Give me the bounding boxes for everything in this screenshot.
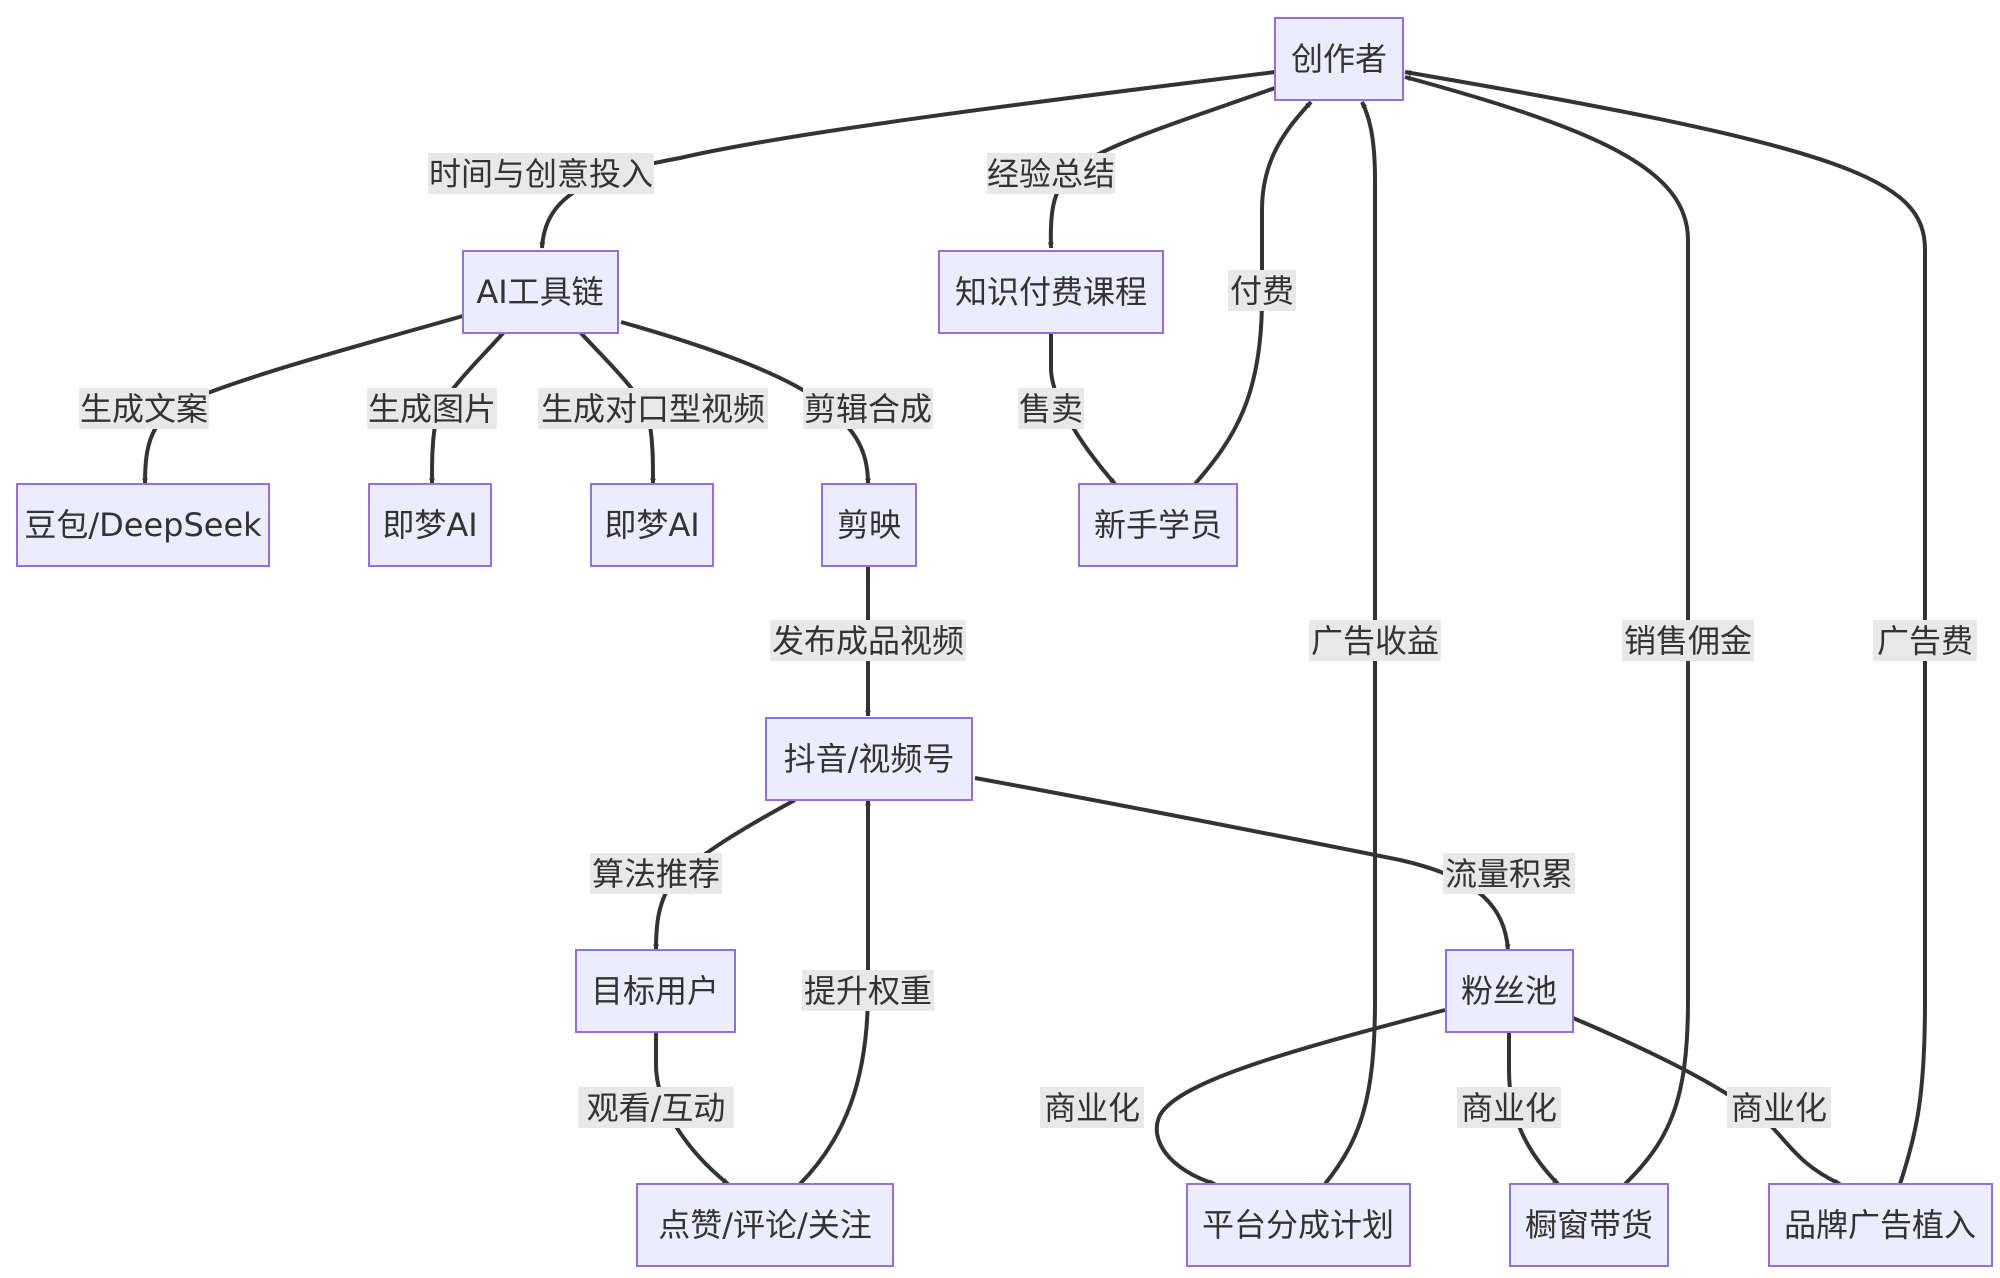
edges: [142, 69, 1927, 1186]
edge-label-ad-fee: 广告费: [1873, 620, 1977, 661]
edge-label-publish-video: 发布成品视频: [770, 620, 966, 661]
svg-text:销售佣金: 销售佣金: [1624, 622, 1752, 660]
edge-label-monetize-1: 商业化: [1040, 1087, 1144, 1128]
svg-text:即梦AI: 即梦AI: [604, 506, 699, 544]
edge-label-monetize-3: 商业化: [1727, 1087, 1831, 1128]
edge-label-sales-commission: 销售佣金: [1622, 620, 1754, 661]
svg-text:商业化: 商业化: [1461, 1089, 1557, 1127]
edge-label-monetize-2: 商业化: [1457, 1087, 1561, 1128]
node-showcase-sales[interactable]: 橱窗带货: [1509, 1183, 1669, 1267]
node-douyin-channels[interactable]: 抖音/视频号: [765, 717, 973, 801]
node-creator[interactable]: 创作者: [1274, 17, 1404, 101]
node-jimeng-ai-image[interactable]: 即梦AI: [368, 483, 492, 567]
svg-text:售卖: 售卖: [1019, 390, 1083, 428]
node-novice-students[interactable]: 新手学员: [1078, 483, 1238, 567]
edge-label-watch-interact: 观看/互动: [578, 1087, 734, 1128]
edge-creator-to-ai-toolchain: [539, 70, 1276, 249]
edge-ai-toolchain-to-doubao: [142, 314, 464, 485]
svg-text:即梦AI: 即梦AI: [382, 506, 477, 544]
node-ai-toolchain[interactable]: AI工具链: [462, 250, 619, 334]
svg-text:经验总结: 经验总结: [987, 155, 1115, 193]
svg-text:品牌广告植入: 品牌广告植入: [1784, 1206, 1976, 1244]
edge-label-generate-copy: 生成文案: [79, 388, 209, 429]
node-platform-revenue-share[interactable]: 平台分成计划: [1186, 1183, 1411, 1267]
edge-fan-pool-to-platform-share: [1154, 1008, 1446, 1186]
edge-label-experience-summary: 经验总结: [987, 153, 1115, 194]
svg-text:点赞/评论/关注: 点赞/评论/关注: [658, 1206, 872, 1244]
edge-label-traffic-accumulate: 流量积累: [1443, 853, 1575, 894]
svg-text:平台分成计划: 平台分成计划: [1202, 1206, 1394, 1244]
edge-label-pay: 付费: [1228, 270, 1296, 311]
node-brand-placement[interactable]: 品牌广告植入: [1768, 1183, 1993, 1267]
svg-text:生成对口型视频: 生成对口型视频: [541, 390, 765, 428]
edge-label-generate-image: 生成图片: [367, 388, 497, 429]
node-engagement[interactable]: 点赞/评论/关注: [636, 1183, 894, 1267]
svg-text:知识付费课程: 知识付费课程: [955, 273, 1147, 311]
svg-text:流量积累: 流量积累: [1445, 855, 1573, 893]
svg-text:广告费: 广告费: [1877, 622, 1973, 660]
svg-text:生成图片: 生成图片: [368, 390, 496, 428]
edge-label-generate-lipsync-video: 生成对口型视频: [538, 388, 768, 429]
edge-brand-to-creator: [1404, 69, 1927, 1185]
svg-text:豆包/DeepSeek: 豆包/DeepSeek: [24, 506, 262, 544]
node-knowledge-course[interactable]: 知识付费课程: [938, 250, 1164, 334]
edge-label-edit-compose: 剪辑合成: [803, 388, 933, 429]
svg-text:生成文案: 生成文案: [80, 390, 208, 428]
node-fan-pool[interactable]: 粉丝池: [1445, 949, 1574, 1033]
edge-label-time-creative-input: 时间与创意投入: [428, 153, 654, 194]
edge-platform-share-to-creator: [1323, 101, 1377, 1186]
svg-text:算法推荐: 算法推荐: [592, 855, 720, 893]
svg-text:抖音/视频号: 抖音/视频号: [784, 740, 955, 778]
svg-text:粉丝池: 粉丝池: [1461, 972, 1557, 1010]
svg-text:AI工具链: AI工具链: [476, 273, 603, 311]
svg-text:广告收益: 广告收益: [1311, 622, 1439, 660]
svg-text:提升权重: 提升权重: [804, 972, 932, 1010]
svg-text:新手学员: 新手学员: [1094, 506, 1222, 544]
svg-text:观看/互动: 观看/互动: [587, 1089, 726, 1127]
edge-label-ad-revenue: 广告收益: [1309, 620, 1441, 661]
svg-text:商业化: 商业化: [1044, 1089, 1140, 1127]
svg-text:目标用户: 目标用户: [591, 972, 719, 1010]
edge-labels: 时间与创意投入 经验总结 生成文案 生成图片 生成对口型视频 剪辑合成 付费: [79, 153, 1977, 1128]
edge-label-sell: 售卖: [1018, 388, 1084, 429]
edge-label-algorithm-recommend: 算法推荐: [590, 853, 722, 894]
node-doubao-deepseek[interactable]: 豆包/DeepSeek: [16, 483, 270, 567]
svg-text:商业化: 商业化: [1731, 1089, 1827, 1127]
svg-text:时间与创意投入: 时间与创意投入: [429, 155, 653, 193]
svg-text:发布成品视频: 发布成品视频: [772, 622, 964, 660]
edge-showcase-to-creator: [1404, 75, 1690, 1186]
svg-text:付费: 付费: [1230, 272, 1294, 310]
edge-douyin-to-fan-pool: [974, 776, 1511, 951]
node-target-users[interactable]: 目标用户: [575, 949, 736, 1033]
node-jimeng-ai-video[interactable]: 即梦AI: [590, 483, 714, 567]
svg-text:创作者: 创作者: [1291, 40, 1387, 78]
svg-text:剪映: 剪映: [837, 506, 901, 544]
node-capcut[interactable]: 剪映: [821, 483, 917, 567]
edge-label-boost-weight: 提升权重: [802, 970, 934, 1011]
svg-text:橱窗带货: 橱窗带货: [1525, 1206, 1653, 1244]
nodes: 创作者 AI工具链 知识付费课程 豆包/DeepSeek 即梦AI 即梦AI 剪…: [16, 17, 1993, 1267]
svg-text:剪辑合成: 剪辑合成: [804, 390, 932, 428]
